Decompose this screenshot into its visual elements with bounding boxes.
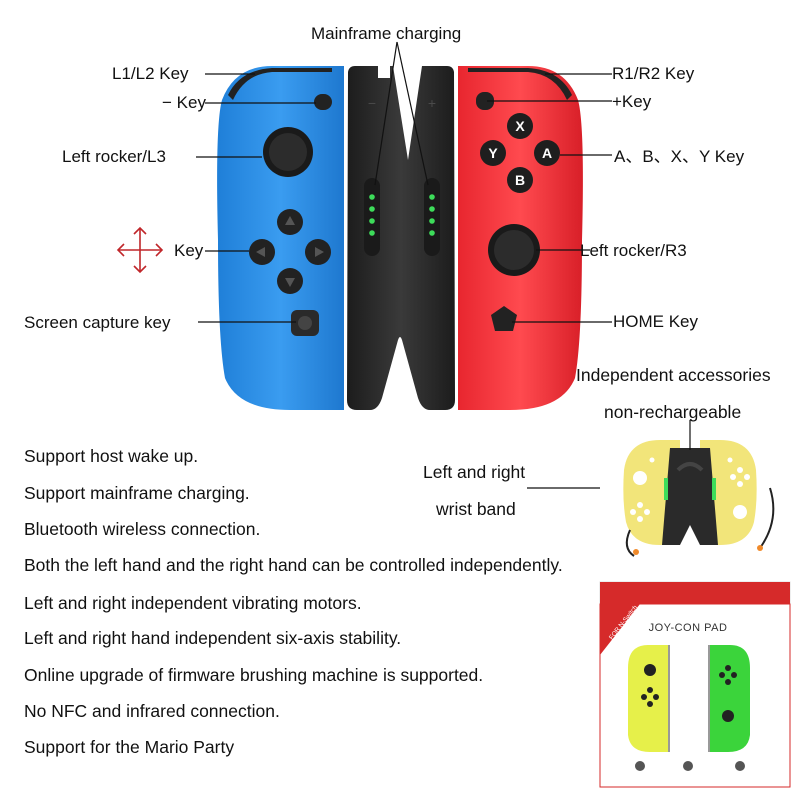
product-box-image: JOY-CON PAD FOR N-Switch bbox=[599, 581, 791, 788]
home-button bbox=[491, 306, 517, 331]
dpad-arrows-icon bbox=[116, 226, 164, 274]
label-screen-capture-key: Screen capture key bbox=[24, 313, 171, 332]
feature-item: Support host wake up. bbox=[24, 446, 199, 466]
b-button-label: B bbox=[515, 172, 525, 188]
label-non-rechargeable: non-rechargeable bbox=[604, 402, 742, 422]
x-button-label: X bbox=[515, 118, 525, 134]
right-joycon: X Y A B bbox=[458, 66, 583, 410]
feature-item: Online upgrade of firmware brushing mach… bbox=[24, 665, 484, 685]
label-mainframe-charging: Mainframe charging bbox=[311, 24, 462, 43]
box-title: JOY-CON PAD bbox=[649, 622, 728, 634]
feature-item: No NFC and infrared connection. bbox=[24, 701, 280, 721]
label-l1-l2-key: L1/L2 Key bbox=[112, 64, 189, 83]
dpad-buttons bbox=[249, 209, 331, 294]
minus-button bbox=[314, 94, 332, 110]
label-home-key: HOME Key bbox=[613, 312, 699, 331]
b-button bbox=[507, 167, 533, 193]
feature-item: Support for the Mario Party bbox=[24, 737, 235, 757]
charging-grip: − + bbox=[347, 66, 455, 410]
label-plus-key: +Key bbox=[612, 92, 652, 111]
feature-item: Left and right independent vibrating mot… bbox=[24, 593, 362, 613]
label-wrist-band-line1: Left and right bbox=[423, 462, 526, 482]
feature-item: Left and right hand independent six-axis… bbox=[24, 628, 402, 648]
y-button-label: Y bbox=[488, 145, 498, 161]
feature-item: Both the left hand and the right hand ca… bbox=[24, 555, 563, 575]
plus-button bbox=[476, 92, 494, 110]
feature-item: Support mainframe charging. bbox=[24, 483, 250, 503]
a-button-label: A bbox=[542, 145, 552, 161]
label-abxy-key: A、B、X、Y Key bbox=[614, 147, 745, 166]
label-left-rocker-r3: Left rocker/R3 bbox=[580, 241, 687, 260]
label-independent-accessories: Independent accessories bbox=[576, 365, 771, 385]
svg-text:+: + bbox=[428, 95, 436, 111]
yellow-accessory-image bbox=[623, 420, 775, 557]
feature-item: Bluetooth wireless connection. bbox=[24, 519, 261, 539]
left-joycon bbox=[217, 66, 344, 410]
label-minus-key: − Key bbox=[162, 93, 206, 112]
svg-text:−: − bbox=[368, 95, 376, 111]
a-button bbox=[534, 140, 560, 166]
leader-lines bbox=[196, 41, 612, 489]
label-r1-r2-key: R1/R2 Key bbox=[612, 64, 695, 83]
y-button bbox=[480, 140, 506, 166]
label-dpad-key: Key bbox=[174, 241, 204, 260]
label-left-rocker-l3: Left rocker/L3 bbox=[62, 147, 166, 166]
abxy-buttons: X Y A B bbox=[480, 113, 560, 193]
label-wrist-band-line2: wrist band bbox=[436, 499, 516, 519]
x-button bbox=[507, 113, 533, 139]
